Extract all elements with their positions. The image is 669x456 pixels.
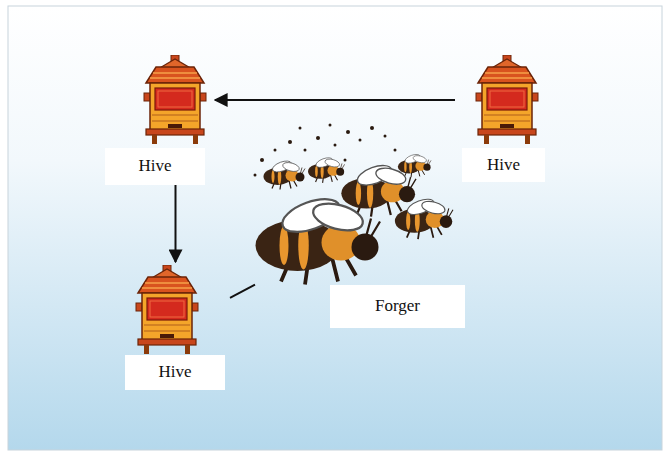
bee [308,156,345,183]
node-label: Hive [125,355,225,390]
node-label: Hive [462,148,545,182]
hive-icon [476,55,538,144]
bee [341,162,416,217]
hive-icon [144,55,206,144]
forager-bee [256,193,381,285]
node-label: Forger [330,285,465,328]
hive-icon [136,265,198,354]
bee [264,159,306,190]
hive-node: Hive [100,55,215,185]
hive-node: Hive [120,262,230,392]
flow-arrow [175,185,177,262]
background-panel [8,6,662,450]
node-label: Hive [105,148,205,185]
hive-node: Hive [455,55,555,185]
connector-line [230,285,255,298]
bee [395,196,453,239]
flow-arrow [215,99,455,101]
forager-node: Forger [255,125,470,330]
